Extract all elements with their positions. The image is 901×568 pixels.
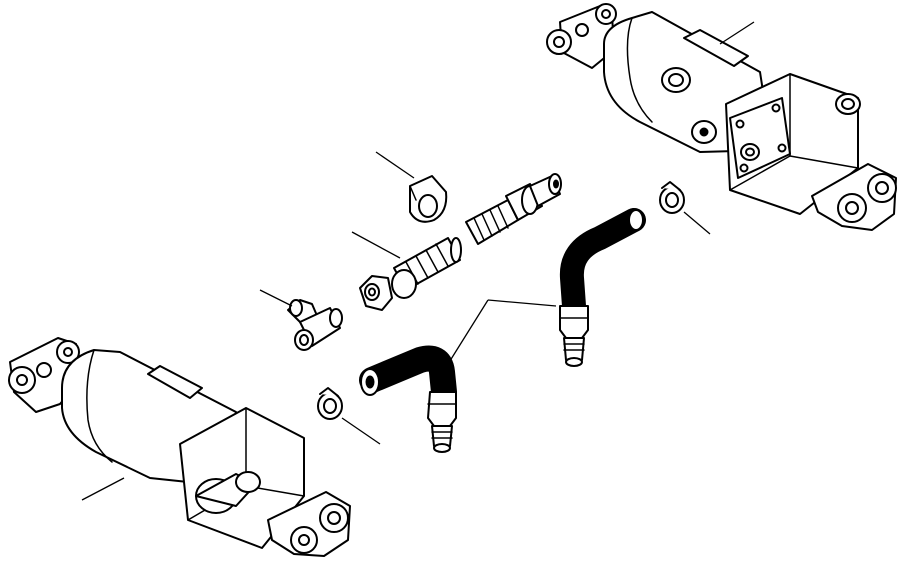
- lower-left-cylinder: [8, 337, 351, 557]
- hose-clip: [375, 151, 448, 223]
- bent-hose-left: [359, 345, 457, 453]
- hose-clamp: [659, 181, 711, 235]
- straight-hose: [351, 231, 462, 311]
- straight-fitting: [465, 173, 562, 245]
- upper-right-cylinder: [546, 3, 897, 231]
- elbow-fitting: [259, 289, 343, 351]
- bent-hose-right: [559, 208, 646, 367]
- bent-hose-leader: [447, 299, 557, 365]
- hose-clamp: [317, 387, 381, 445]
